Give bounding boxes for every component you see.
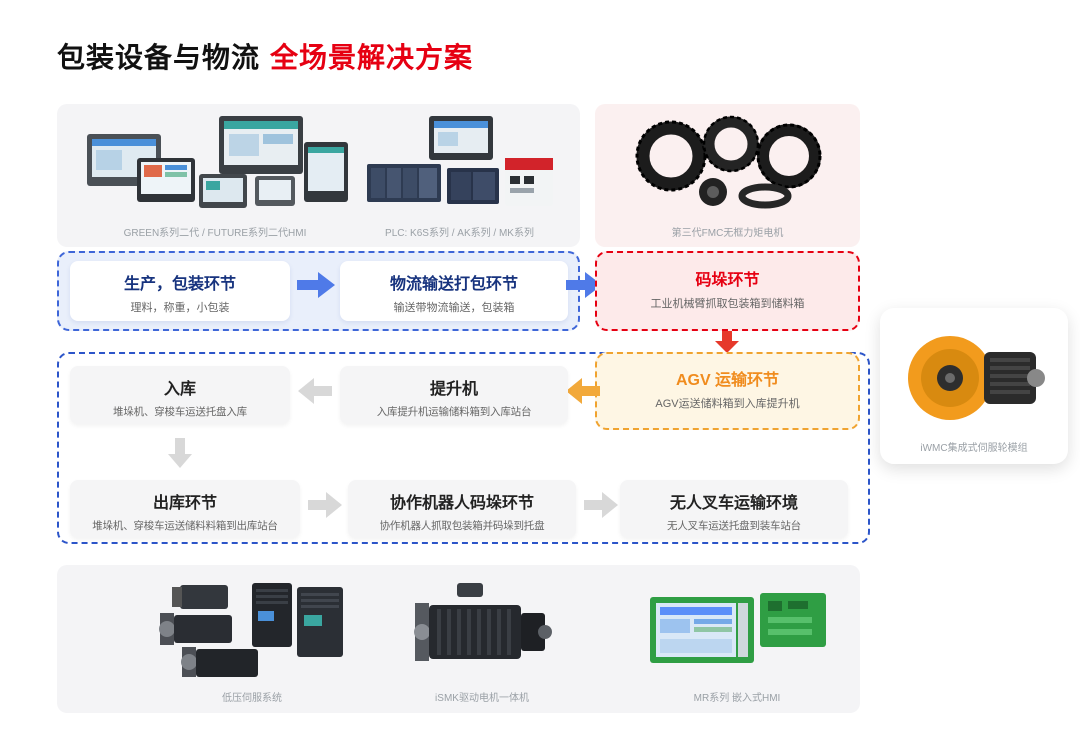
arrow-right-gray-icon xyxy=(584,492,618,518)
servo-system-image xyxy=(152,579,352,681)
flow-card-title: 无人叉车运输环境 xyxy=(669,495,798,512)
flow-card-subtitle: 堆垛机、穿梭车运送托盘入库 xyxy=(113,406,247,418)
flow-card-logistics: 物流输送打包环节 输送带物流输送，包装箱 xyxy=(340,261,568,321)
arrow-down-gray-icon xyxy=(168,438,192,468)
iwmc-caption: iWMC集成式伺服轮模组 xyxy=(920,443,1028,454)
arrow-left-gray-icon xyxy=(298,378,332,404)
flow-card-inbound: 入库 堆垛机、穿梭车运送托盘入库 xyxy=(70,366,290,424)
page-title: 包装设备与物流全场景解决方案 xyxy=(57,36,473,76)
page-title-highlight: 全场景解决方案 xyxy=(270,42,474,73)
flow-card-title: 物流输送打包环节 xyxy=(389,276,518,293)
flow-card-title: 协作机器人码垛环节 xyxy=(389,495,534,512)
fmc-motors-image xyxy=(613,112,843,216)
flow-card-subtitle: 无人叉车运送托盘到装车站台 xyxy=(667,520,801,532)
flow-card-subtitle: 协作机器人抓取包装箱并码垛到托盘 xyxy=(379,520,545,532)
flow-card-subtitle: 工业机械臂抓取包装箱到储料箱 xyxy=(650,298,805,310)
flow-card-forklift: 无人叉车运输环境 无人叉车运送托盘到装车站台 xyxy=(620,480,848,538)
flow-card-cobot: 协作机器人码垛环节 协作机器人抓取包装箱并码垛到托盘 xyxy=(348,480,576,538)
ismk-motor-image xyxy=(397,581,567,679)
flow-card-title: 入库 xyxy=(163,381,196,398)
hmi-plc-panel: GREEN系列二代 / FUTURE系列二代HMI PLC: K6S系列 / A… xyxy=(57,104,580,247)
flow-card-title: 生产，包装环节 xyxy=(123,276,236,293)
fmc-motor-caption: 第三代FMC无框力矩电机 xyxy=(671,228,784,239)
flow-card-title: 出库环节 xyxy=(152,495,217,512)
ismk-caption: iSMK驱动电机一体机 xyxy=(435,693,529,704)
iwmc-product-card: iWMC集成式伺服轮模组 xyxy=(880,308,1068,464)
flow-card-title: 码垛环节 xyxy=(695,272,760,289)
flow-card-title: AGV 运输环节 xyxy=(675,372,780,389)
flow-card-title: 提升机 xyxy=(429,381,478,398)
flow-card-subtitle: 理料，称重，小包装 xyxy=(130,302,230,314)
flow-card-production: 生产，包装环节 理料，称重，小包装 xyxy=(70,261,290,321)
flow-card-outbound: 出库环节 堆垛机、穿梭车运送储料料箱到出库站台 xyxy=(70,480,300,538)
mr-hmi-caption: MR系列 嵌入式HMI xyxy=(693,693,781,704)
flow-card-subtitle: 堆垛机、穿梭车运送储料料箱到出库站台 xyxy=(92,520,278,532)
flow-card-agv: AGV 运输环节 AGV运送储料箱到入库提升机 xyxy=(595,352,860,430)
iwmc-wheel-image xyxy=(896,322,1052,434)
arrow-down-red-icon xyxy=(715,331,739,353)
plc-caption: PLC: K6S系列 / AK系列 / MK系列 xyxy=(385,228,534,239)
plc-products-image xyxy=(359,116,563,214)
flow-card-subtitle: 入库提升机运输储料箱到入库站台 xyxy=(376,406,532,418)
arrow-right-blue-icon xyxy=(297,272,335,298)
flow-card-subtitle: AGV运送储料箱到入库提升机 xyxy=(655,398,800,410)
flow-card-palletizing: 码垛环节 工业机械臂抓取包装箱到储料箱 xyxy=(595,251,860,331)
mr-hmi-image xyxy=(642,585,832,675)
servo-caption: 低压伺服系统 xyxy=(222,693,282,704)
bottom-products-panel: 低压伺服系统 iSMK驱动电机一体机 xyxy=(57,565,860,713)
arrow-right-blue-icon xyxy=(566,272,602,298)
flow-card-subtitle: 输送带物流输送，包装箱 xyxy=(393,302,515,314)
fmc-motor-panel: 第三代FMC无框力矩电机 xyxy=(595,104,860,247)
arrow-right-gray-icon xyxy=(308,492,342,518)
arrow-left-orange-icon xyxy=(566,378,600,404)
flow-card-hoist: 提升机 入库提升机运输储料箱到入库站台 xyxy=(340,366,568,424)
hmi-products-image xyxy=(79,112,351,216)
hmi-caption: GREEN系列二代 / FUTURE系列二代HMI xyxy=(123,228,307,239)
page-title-main: 包装设备与物流 xyxy=(57,42,261,73)
